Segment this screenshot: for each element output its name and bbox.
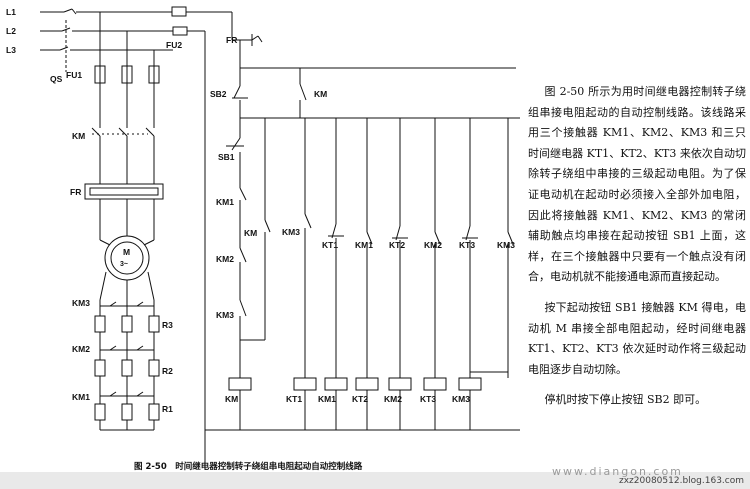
fu2-fuses xyxy=(171,6,233,470)
watermark: www.diangon.com xyxy=(552,465,683,478)
label-km3-seal: KM3 xyxy=(497,240,515,250)
label-kt2-contact: KT2 xyxy=(389,240,405,250)
label-sb2: SB2 xyxy=(210,89,227,99)
label-fu1: FU1 xyxy=(66,70,82,80)
label-km2-power: KM2 xyxy=(72,344,90,354)
thermal-relay xyxy=(84,183,164,240)
label-km-main: KM xyxy=(72,131,85,141)
label-km1-nc: KM1 xyxy=(216,197,234,207)
footer-band xyxy=(0,472,750,489)
motor xyxy=(99,235,155,301)
label-km-aux: KM xyxy=(244,228,257,238)
description-paragraph-2: 按下起动按钮 SB1 接触器 KM 得电，电动机 M 串接全部电阻起动，经时间继… xyxy=(528,300,746,376)
label-l1: L1 xyxy=(6,7,16,17)
description-paragraph-1: 图 2-50 所示为用时间继电器控制转子绕组串接电阻起动的自动控制线路。该线路采… xyxy=(528,85,746,284)
label-fu2: FU2 xyxy=(166,40,182,50)
label-l2: L2 xyxy=(6,26,16,36)
label-fr-main: FR xyxy=(70,187,81,197)
label-km1-rung: KM1 xyxy=(355,240,373,250)
blog-url: zxz20080512.blog.163.com xyxy=(619,476,744,486)
description-paragraph-3: 停机时按下停止按钮 SB2 即可。 xyxy=(544,393,707,407)
label-motor-3: 3~ xyxy=(120,261,128,268)
label-km2-coil: KM2 xyxy=(384,394,402,404)
control-circuit xyxy=(205,34,520,431)
label-km3-rung: KM3 xyxy=(282,227,300,237)
fu1-fuses xyxy=(94,65,160,128)
label-km3-coil: KM3 xyxy=(452,394,470,404)
label-sb1: SB1 xyxy=(218,152,235,162)
label-qs: QS xyxy=(50,74,63,84)
km-main-contacts xyxy=(91,127,155,184)
label-r2: R2 xyxy=(162,366,173,376)
label-kt1-coil: KT1 xyxy=(286,394,302,404)
label-kt2-coil: KT2 xyxy=(352,394,368,404)
label-km3-power: KM3 xyxy=(72,298,90,308)
label-kt3-contact: KT3 xyxy=(459,240,475,250)
label-l3: L3 xyxy=(6,45,16,55)
label-km-coil: KM xyxy=(225,394,238,404)
label-r1: R1 xyxy=(162,404,173,414)
label-km-seal: KM xyxy=(314,89,327,99)
description-panel: 图 2-50 所示为用时间继电器控制转子绕组串接电阻起动的自动控制线路。该线路采… xyxy=(528,82,746,411)
label-kt3-coil: KT3 xyxy=(420,394,436,404)
label-km2-nc: KM2 xyxy=(216,254,234,264)
label-motor-m: M xyxy=(123,247,130,257)
rotor-resistors xyxy=(94,300,160,431)
label-km3-nc: KM3 xyxy=(216,310,234,320)
label-r3: R3 xyxy=(162,320,173,330)
label-km2-rung: KM2 xyxy=(424,240,442,250)
label-km1-power: KM1 xyxy=(72,392,90,402)
label-km1-coil: KM1 xyxy=(318,394,336,404)
label-fr-ctrl: FR xyxy=(226,35,237,45)
figure-caption: 图 2-50 时间继电器控制转子绕组串电阻起动自动控制线路 xyxy=(134,462,363,472)
label-kt1-contact: KT1 xyxy=(322,240,338,250)
power-lines xyxy=(40,8,173,72)
